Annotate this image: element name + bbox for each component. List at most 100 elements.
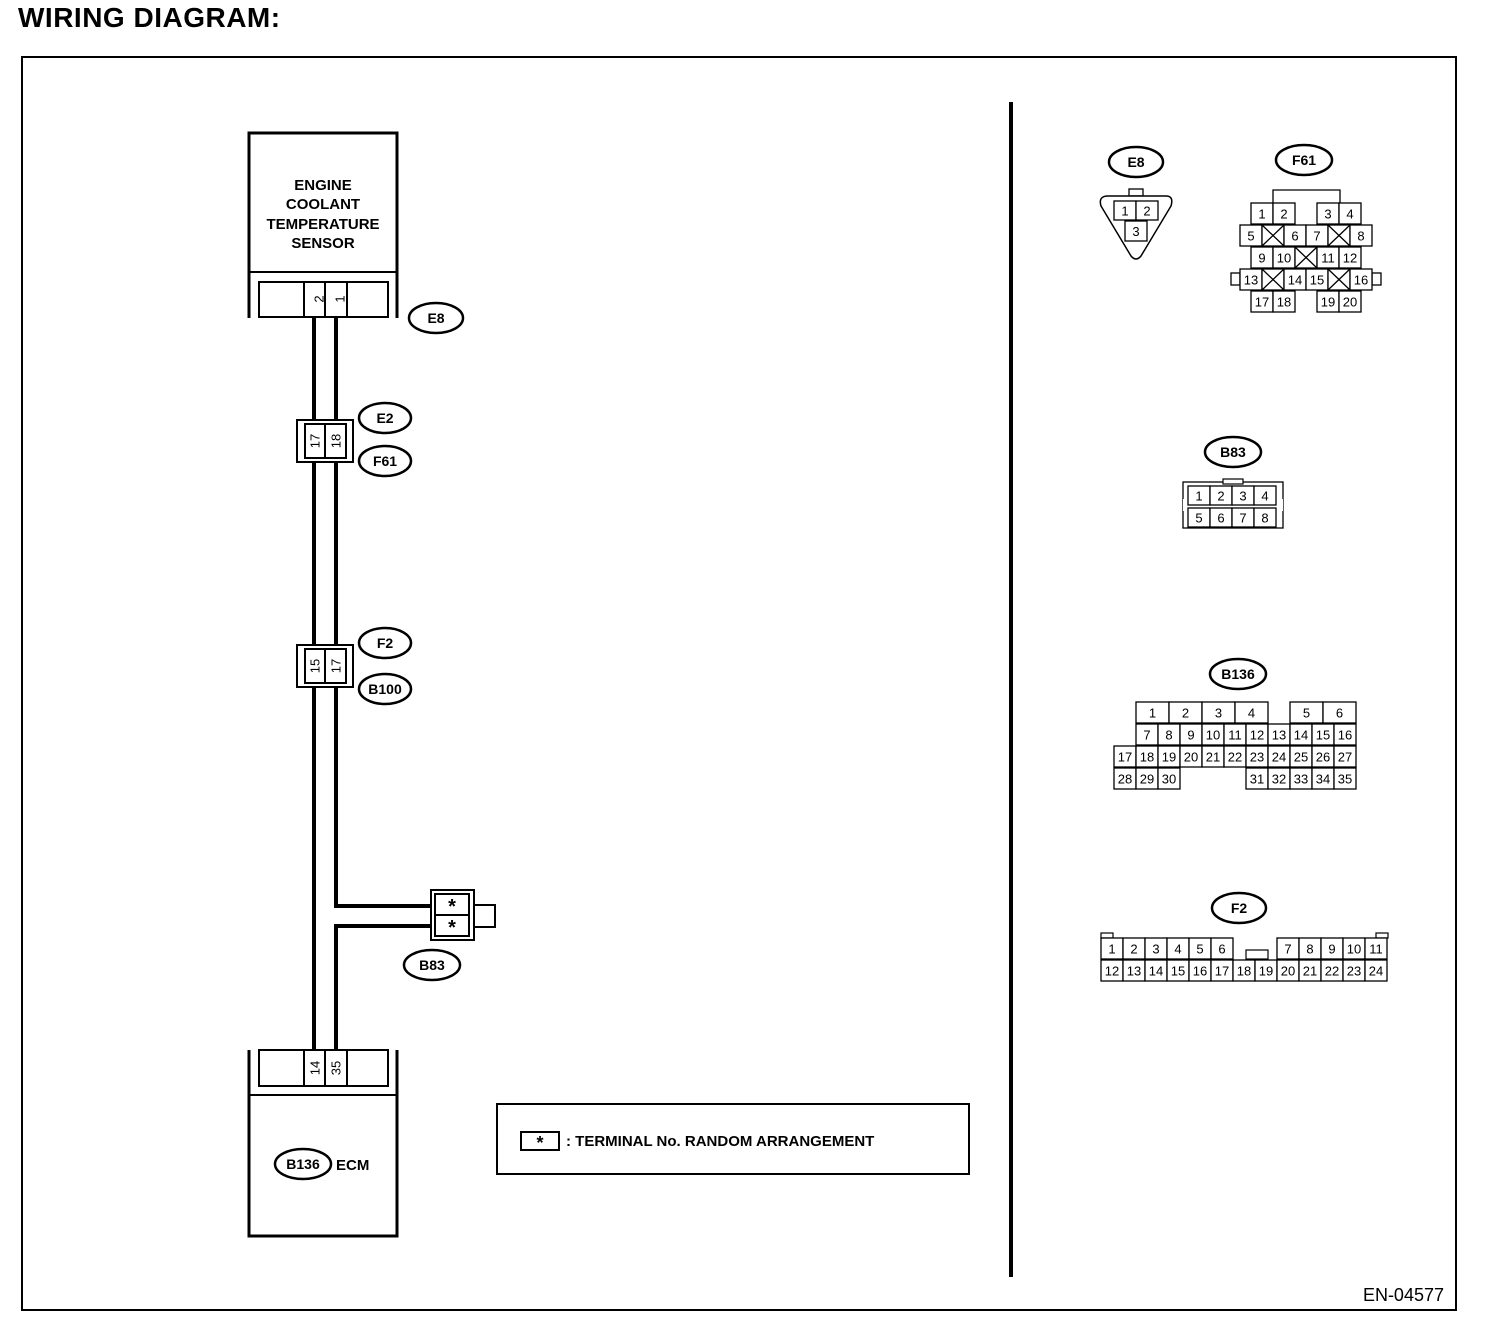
svg-text:B83: B83 — [1220, 444, 1246, 460]
b136-pin-14: 14 — [1294, 728, 1308, 743]
coolant-temperature-sensor: ENGINE COOLANT TEMPERATURE SENSOR 2 1 — [247, 131, 399, 318]
b136-pin-8: 8 — [1165, 728, 1172, 743]
ecm-pin-14: 14 — [308, 1061, 323, 1075]
b136-pin-17: 17 — [1118, 750, 1132, 765]
b136-pin-26: 26 — [1316, 750, 1330, 765]
connector-tag-e8-sensor: E8 — [407, 301, 465, 335]
b136-pin-5: 5 — [1303, 706, 1310, 721]
f2-pin-17: 17 — [1215, 964, 1229, 979]
b136-pin-21: 21 — [1206, 750, 1220, 765]
b136-pin-24: 24 — [1272, 750, 1286, 765]
joint-connector-f2-b100: 15 17 — [296, 644, 354, 688]
svg-text:F61: F61 — [1292, 152, 1316, 168]
svg-text:F2: F2 — [1231, 900, 1248, 916]
f61-pin-4: 4 — [1346, 207, 1353, 222]
connector-tag-f2: F2 — [357, 626, 413, 660]
b136-pin-27: 27 — [1338, 750, 1352, 765]
f61-pin-11: 11 — [1321, 251, 1335, 266]
f61-pin-1: 1 — [1258, 207, 1265, 222]
f2-pin-14: 14 — [1149, 964, 1163, 979]
f2-pin-16: 16 — [1193, 964, 1207, 979]
svg-text:B136: B136 — [1221, 666, 1255, 682]
b136-pin-3: 3 — [1215, 706, 1222, 721]
svg-text:B100: B100 — [368, 681, 402, 697]
joint2-pin-17: 17 — [329, 659, 344, 673]
sensor-name-line-2: COOLANT — [286, 196, 360, 213]
b136-pin-16: 16 — [1338, 728, 1352, 743]
svg-text:F61: F61 — [373, 453, 397, 469]
b136-pin-6: 6 — [1336, 706, 1343, 721]
legend: * : TERMINAL No. RANDOM ARRANGEMENT — [496, 1103, 970, 1175]
b136-pin-32: 32 — [1272, 772, 1286, 787]
f2-pin-21: 21 — [1303, 964, 1317, 979]
f61-pin-7: 7 — [1313, 229, 1320, 244]
connector-tag-b100: B100 — [357, 672, 413, 706]
f61-pin-3: 3 — [1324, 207, 1331, 222]
b136-pin-23: 23 — [1250, 750, 1264, 765]
b83-pin-random-1: * — [448, 896, 456, 918]
pinout-tag-f61: F61 — [1274, 143, 1334, 177]
b136-pin-2: 2 — [1182, 706, 1189, 721]
joint2-pin-15: 15 — [308, 659, 323, 673]
sensor-name-line-4: SENSOR — [291, 235, 355, 252]
b136-pin-15: 15 — [1316, 728, 1330, 743]
f2-pin-9: 9 — [1328, 942, 1335, 957]
b136-pin-18: 18 — [1140, 750, 1154, 765]
b83-pin-random-2: * — [448, 917, 456, 939]
b136-pin-11: 11 — [1228, 728, 1242, 743]
b136-pin-4: 4 — [1248, 706, 1255, 721]
legend-text: : TERMINAL No. RANDOM ARRANGEMENT — [566, 1133, 874, 1150]
f61-pin-19: 19 — [1321, 295, 1335, 310]
f2-pin-2: 2 — [1130, 942, 1137, 957]
pinout-tag-b136: B136 — [1208, 657, 1268, 691]
figure-id: EN-04577 — [1363, 1285, 1444, 1305]
b136-pin-19: 19 — [1162, 750, 1176, 765]
pinout-tag-e8: E8 — [1107, 145, 1165, 179]
b83-pin-1: 1 — [1195, 489, 1202, 504]
ecm-pin-35: 35 — [329, 1061, 344, 1075]
joint-connector-e2-f61: 17 18 — [296, 419, 354, 463]
f61-pin-17: 17 — [1255, 295, 1269, 310]
b83-pin-6: 6 — [1217, 511, 1224, 526]
b136-pin-25: 25 — [1294, 750, 1308, 765]
b136-pin-12: 12 — [1250, 728, 1264, 743]
b83-pin-4: 4 — [1261, 489, 1268, 504]
sensor-name-line-1: ENGINE — [294, 177, 352, 194]
connector-tag-e2: E2 — [357, 401, 413, 435]
svg-text:E8: E8 — [1127, 154, 1144, 170]
f61-pin-9: 9 — [1258, 251, 1265, 266]
b83-pin-7: 7 — [1239, 511, 1246, 526]
svg-text:E2: E2 — [376, 410, 393, 426]
b136-pin-9: 9 — [1187, 728, 1194, 743]
f2-pin-7: 7 — [1284, 942, 1291, 957]
f61-pin-2: 2 — [1280, 207, 1287, 222]
b83-pin-5: 5 — [1195, 511, 1202, 526]
f2-pin-18: 18 — [1237, 964, 1251, 979]
b83-pin-2: 2 — [1217, 489, 1224, 504]
b83-inline-connector: * * — [430, 889, 496, 941]
pinout-tag-f2: F2 — [1210, 891, 1268, 925]
b136-pin-20: 20 — [1184, 750, 1198, 765]
f61-pin-8: 8 — [1357, 229, 1364, 244]
svg-text:E8: E8 — [427, 310, 444, 326]
f2-pin-23: 23 — [1347, 964, 1361, 979]
f61-pin-6: 6 — [1291, 229, 1298, 244]
f2-pin-13: 13 — [1127, 964, 1141, 979]
ecm-connector-label: B136 — [286, 1156, 320, 1172]
b136-pin-13: 13 — [1272, 728, 1286, 743]
f2-pin-19: 19 — [1259, 964, 1273, 979]
legend-symbol: * — [536, 1133, 543, 1153]
f2-pin-5: 5 — [1196, 942, 1203, 957]
b136-pin-33: 33 — [1294, 772, 1308, 787]
b136-pin-10: 10 — [1206, 728, 1220, 743]
f61-pin-14: 14 — [1288, 273, 1302, 288]
joint1-pin-18: 18 — [329, 434, 344, 448]
b136-pin-1: 1 — [1149, 706, 1156, 721]
f2-pin-3: 3 — [1152, 942, 1159, 957]
f61-pin-15: 15 — [1310, 273, 1324, 288]
